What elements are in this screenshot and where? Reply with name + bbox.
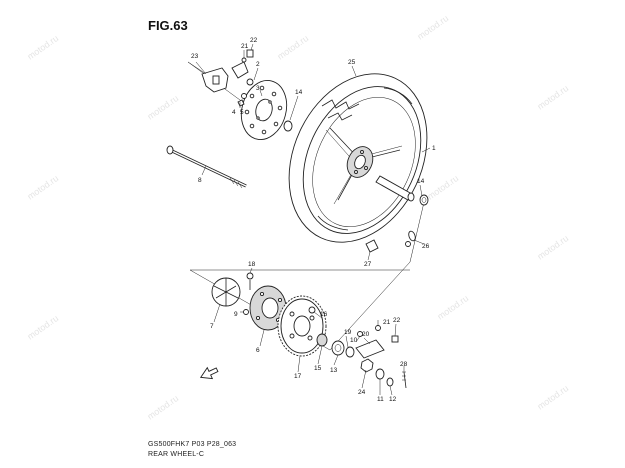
watermark: motod.ru (145, 393, 180, 422)
chain-adjuster-right (355, 325, 399, 359)
callout-14: 14 (295, 89, 303, 96)
watermark: motod.ru (25, 33, 60, 62)
callout-28: 28 (400, 361, 408, 368)
axle-nut-set (360, 358, 407, 389)
callout-16: 16 (320, 311, 328, 318)
callout-7: 7 (210, 323, 214, 330)
callout-4: 4 (232, 109, 236, 116)
callout-25: 25 (348, 59, 356, 66)
chain-adjuster-left (201, 49, 254, 107)
callout-13: 13 (330, 367, 338, 374)
watermark: motod.ru (415, 13, 450, 42)
watermark: motod.ru (25, 313, 60, 342)
callout-26: 26 (422, 243, 430, 250)
watermark: motod.ru (535, 233, 570, 262)
callout-24: 24 (358, 389, 366, 396)
callout-leaders (195, 43, 431, 396)
callout-21: 21 (241, 43, 249, 50)
rear-wheel-tire (288, 73, 428, 243)
sprocket-bearings (308, 306, 355, 358)
callout-27: 27 (364, 261, 372, 268)
watermark: motod.ru (25, 173, 60, 202)
wheel-axle (166, 145, 247, 189)
figure-label: REAR WHEEL-C (148, 451, 205, 458)
callout-22b: 22 (393, 317, 401, 324)
callout-2: 2 (256, 61, 260, 68)
callout-6: 6 (256, 347, 260, 354)
brake-disc (240, 80, 288, 140)
callout-20: 20 (362, 331, 370, 338)
callout-23: 23 (191, 53, 199, 60)
figure-code: GS500FHK7 P03 P28_063 (148, 441, 237, 448)
watermark: motod.ru (535, 83, 570, 112)
callout-5: 5 (240, 109, 244, 116)
callout-15: 15 (314, 365, 322, 372)
bearing-right (419, 194, 429, 206)
callout-19: 19 (344, 329, 352, 336)
callout-11: 11 (377, 396, 384, 403)
callout-3: 3 (256, 85, 260, 92)
figure-title: FIG.63 (148, 18, 188, 33)
damper-27 (365, 239, 379, 253)
rear-sprocket (277, 295, 327, 357)
watermark: motod.ru (275, 33, 310, 62)
callout-17: 17 (294, 373, 302, 380)
tire-valve (405, 230, 416, 247)
sprocket-drum (249, 285, 287, 331)
callout-1: 1 (432, 145, 436, 152)
watermark: motod.ru (425, 173, 460, 202)
callout-14b: 14 (417, 178, 425, 185)
callout-numbers: 1 2 3 4 5 6 7 8 9 10 11 12 13 14 14 15 1… (191, 37, 436, 403)
front-direction-arrow-icon (199, 366, 219, 380)
cush-drive-damper (211, 277, 241, 307)
callout-18: 18 (248, 261, 256, 268)
wheel-collar (375, 175, 415, 202)
callout-22: 22 (250, 37, 258, 44)
bearing-left (283, 120, 293, 132)
callout-8: 8 (198, 177, 202, 184)
watermark-layer: motod.ru motod.ru motod.ru motod.ru moto… (25, 13, 570, 422)
callout-21b: 21 (383, 319, 391, 326)
watermark: motod.ru (145, 93, 180, 122)
callout-10: 10 (350, 337, 358, 344)
callout-9: 9 (234, 311, 238, 318)
watermark: motod.ru (535, 383, 570, 412)
watermark: motod.ru (435, 293, 470, 322)
callout-12: 12 (389, 396, 397, 403)
